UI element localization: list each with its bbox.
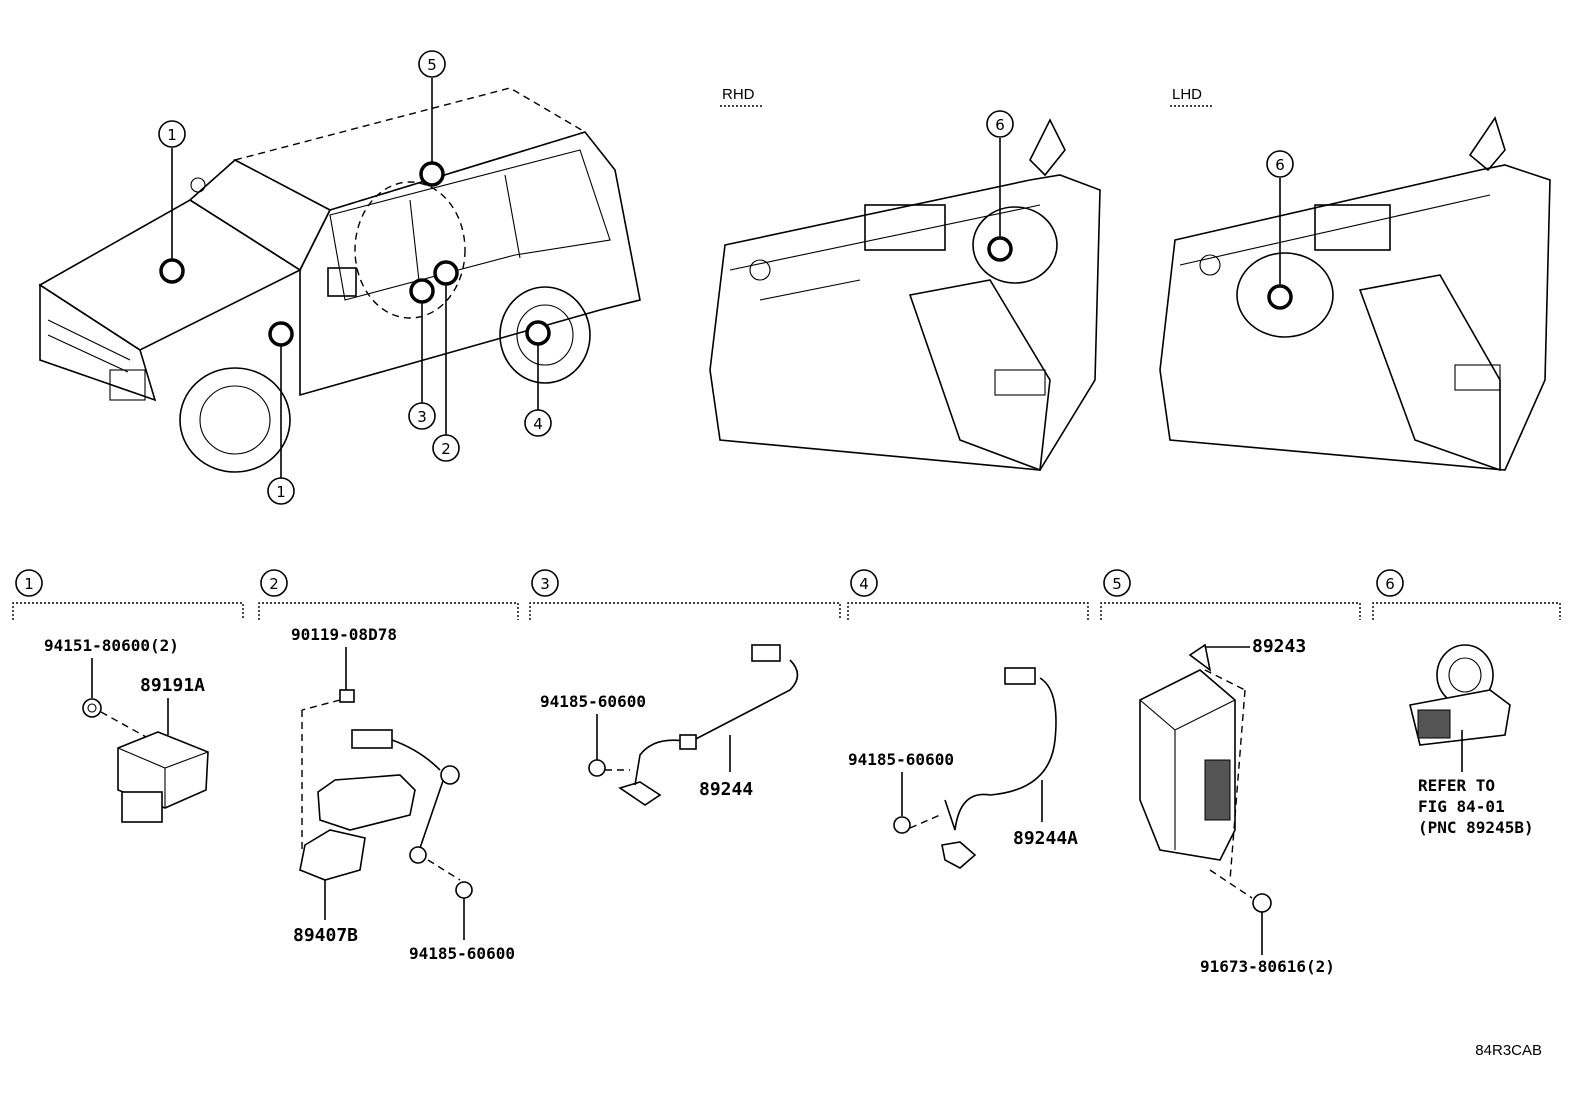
callout-1-top: 1 — [158, 120, 186, 148]
svg-text:6: 6 — [995, 116, 1005, 134]
section-1-parts: 94151-80600(2) 89191A — [44, 636, 209, 823]
section-5-header: 5 — [1100, 569, 1361, 620]
callout-2: 2 — [432, 434, 460, 462]
refer-note-line-2: FIG 84-01 — [1418, 797, 1505, 816]
section-5-parts: 89243 91673-80616(2) — [1139, 636, 1335, 976]
part-94185-60600-sec2: 94185-60600 — [409, 944, 515, 963]
part-94151-80600: 94151-80600(2) — [44, 636, 179, 655]
lhd-label: LHD — [1172, 86, 1202, 103]
svg-text:3: 3 — [540, 575, 550, 593]
part-89407B: 89407B — [293, 925, 358, 946]
part-91673-80616: 91673-80616(2) — [1200, 957, 1335, 976]
section-4-header: 4 — [847, 569, 1089, 620]
section-2-parts: 90119-08D78 94185-60600 89407B — [291, 625, 515, 963]
callout-5: 5 — [418, 50, 446, 78]
lhd-interior-illustration: LHD 6 — [1159, 86, 1551, 472]
svg-text:1: 1 — [276, 483, 286, 501]
rhd-interior-illustration: RHD 6 — [709, 86, 1101, 472]
illustration-code: 84R3CAB — [1475, 1042, 1542, 1059]
callout-6-lhd: 6 — [1266, 150, 1294, 178]
rhd-label: RHD — [722, 86, 755, 103]
section-4-parts: 94185-60600 89244A — [848, 667, 1078, 869]
refer-note-line-1: REFER TO — [1418, 776, 1495, 795]
svg-text:3: 3 — [417, 408, 427, 426]
svg-text:1: 1 — [167, 126, 177, 144]
section-1-header: 1 — [12, 569, 244, 620]
svg-text:6: 6 — [1275, 156, 1285, 174]
svg-text:2: 2 — [441, 440, 451, 458]
svg-text:1: 1 — [24, 575, 34, 593]
section-6-header: 6 — [1372, 569, 1561, 620]
svg-text:4: 4 — [859, 575, 869, 593]
part-94185-60600-sec4: 94185-60600 — [848, 750, 954, 769]
callout-1-bottom: 1 — [267, 477, 295, 505]
section-3-parts: 94185-60600 89244 — [540, 644, 799, 806]
callout-3: 3 — [408, 402, 436, 430]
callout-4: 4 — [524, 409, 552, 437]
svg-text:6: 6 — [1385, 575, 1395, 593]
section-6-parts: REFER TO FIG 84-01 (PNC 89245B) — [1409, 644, 1534, 837]
part-89191A: 89191A — [140, 675, 205, 696]
part-94185-60600-sec3: 94185-60600 — [540, 692, 646, 711]
callout-6-rhd: 6 — [986, 110, 1014, 138]
section-headers: 1 2 3 4 5 6 — [12, 569, 1561, 620]
part-89244A: 89244A — [1013, 828, 1078, 849]
svg-text:2: 2 — [269, 575, 279, 593]
part-90119-08D78: 90119-08D78 — [291, 625, 397, 644]
section-3-header: 3 — [529, 569, 841, 620]
svg-text:4: 4 — [533, 415, 543, 433]
svg-text:5: 5 — [1112, 575, 1122, 593]
refer-note-line-3: (PNC 89245B) — [1418, 818, 1534, 837]
part-89243: 89243 — [1252, 636, 1306, 657]
vehicle-exterior-illustration: 1 1 5 3 2 4 — [38, 50, 641, 505]
svg-text:5: 5 — [427, 56, 437, 74]
section-2-header: 2 — [258, 569, 519, 620]
part-89244: 89244 — [699, 779, 753, 800]
